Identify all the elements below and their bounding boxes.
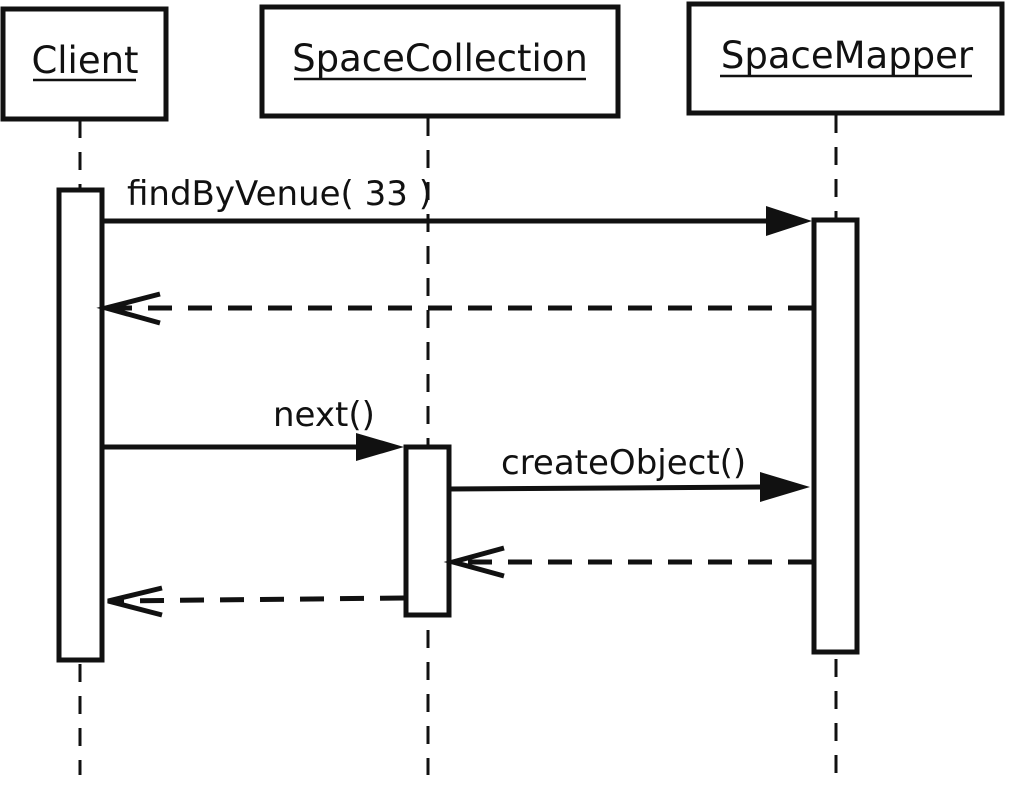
return-spacecollection-to-client-line [111,595,405,604]
message-next-label: next() [273,395,375,435]
message-findbyvenue: findByVenue( 33 ) [102,174,812,236]
message-next-arrowhead [356,433,404,461]
participant-client: Client [0,6,169,122]
message-findbyvenue-arrowhead [766,206,812,236]
activation-spacecollection [403,444,452,618]
message-createobject-label: createObject() [501,443,746,483]
activation-client [56,187,105,663]
return-spacemapper-to-spacecollection-arrowhead [443,545,505,579]
participant-spacemapper: SpaceMapper [686,1,1005,116]
return-spacecollection-to-client [107,585,405,618]
message-next: next() [102,395,404,461]
return-spacemapper-to-client-arrowhead [96,291,161,326]
activation-spacemapper [811,217,860,655]
participant-spacecollection: SpaceCollection [259,4,621,119]
return-spacemapper-to-client [96,291,812,326]
message-createobject-arrowhead [760,472,810,502]
participant-spacecollection-label: SpaceCollection [292,37,588,80]
message-createobject-line [448,484,765,492]
message-createobject: createObject() [448,443,810,502]
participant-client-label: Client [31,39,138,82]
participant-spacemapper-label: SpaceMapper [721,34,974,77]
message-findbyvenue-label: findByVenue( 33 ) [127,174,432,214]
return-spacemapper-to-spacecollection [443,545,812,579]
return-spacecollection-to-client-arrowhead [107,585,163,618]
